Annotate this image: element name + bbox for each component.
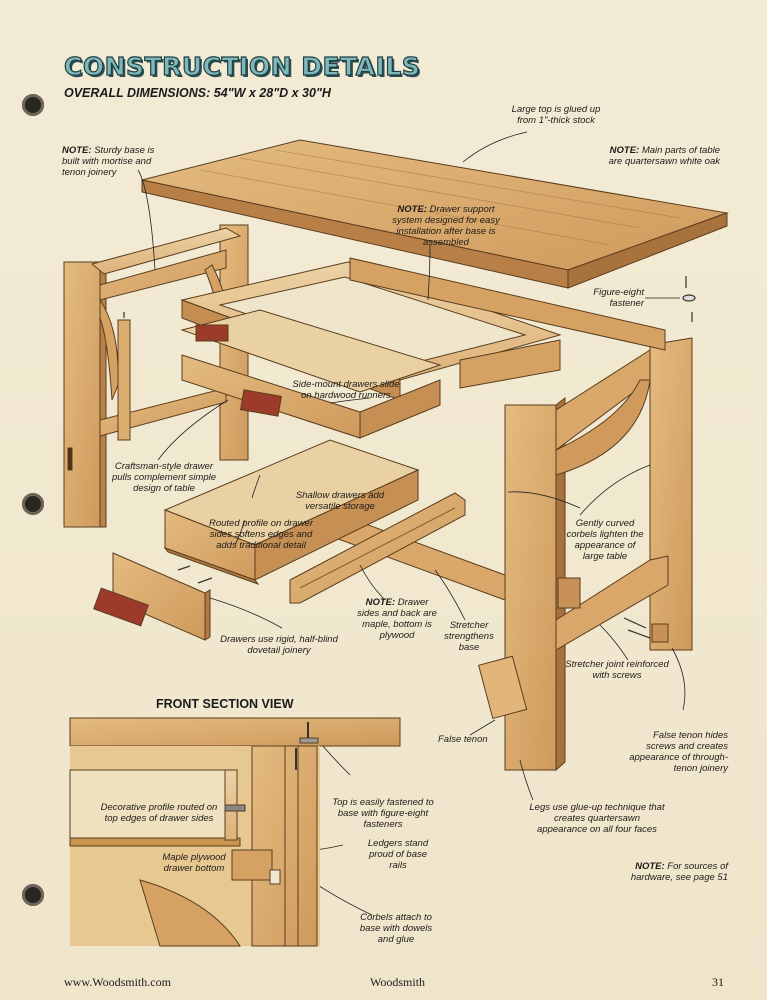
page-number: 31 [712, 975, 724, 989]
note-top-fastened: Top is easily fastened to base with figu… [332, 797, 434, 830]
note-decorative-profile: Decorative profile routed on top edges o… [100, 802, 218, 824]
note-false-tenon-hides: False tenon hides screws and creates app… [629, 730, 728, 774]
footer-magazine: Woodsmith [370, 975, 426, 989]
note-large-top: Large top is glued up from 1"-thick stoc… [511, 104, 601, 126]
note-drawer-support: NOTE: Drawer support system designed for… [392, 204, 500, 248]
note-maple-plywood: Maple plywood drawer bottom [162, 852, 226, 874]
note-craftsman-pulls: Craftsman-style drawer pulls complement … [111, 461, 216, 494]
footer-website: www.Woodsmith.com [64, 975, 171, 989]
note-routed-profile: Routed profile on drawer sides softens e… [208, 518, 314, 551]
lower-drawer [163, 439, 420, 586]
upper-drawer [180, 309, 442, 439]
section-title: FRONT SECTION VIEW [156, 697, 294, 711]
note-corbels-attach: Corbels attach to base with dowels and g… [359, 912, 433, 945]
note-figure-eight: Figure-eight fastener [593, 287, 644, 309]
overall-dimensions: OVERALL DIMENSIONS: 54"W x 28"D x 30"H [64, 86, 331, 100]
front-section-view-drawing [69, 717, 401, 947]
note-hardware-sources: NOTE: For sources of hardware, see page … [630, 861, 728, 883]
note-gently-curved: Gently curved corbels lighten the appear… [566, 518, 644, 562]
note-stretcher: Stretcher strengthens base [444, 620, 494, 653]
binder-hole-bottom [22, 884, 44, 906]
tabletop [141, 139, 729, 289]
drawer-side-piece [289, 492, 466, 604]
note-main-parts: NOTE: Main parts of table are quartersaw… [608, 145, 720, 167]
binder-hole-middle [22, 493, 44, 515]
note-shallow-drawers: Shallow drawers add versatile storage [295, 490, 385, 512]
note-false-tenon: False tenon [438, 734, 488, 745]
note-drawer-sides: NOTE: Drawer sides and back are maple, b… [357, 597, 437, 641]
hardware-fasteners [123, 276, 696, 639]
page-title: CONSTRUCTION DETAILS [63, 51, 421, 81]
note-legs-glue-up: Legs use glue-up technique that creates … [529, 802, 665, 835]
binder-hole-top [22, 94, 44, 116]
note-dovetail: Drawers use rigid, half-blind dovetail j… [220, 634, 338, 656]
note-ledgers: Ledgers stand proud of base rails [367, 838, 429, 871]
note-side-mount: Side-mount drawers slide on hardwood run… [292, 379, 400, 401]
note-sturdy-base: NOTE: Sturdy base is built with mortise … [62, 145, 155, 178]
note-stretcher-joint: Stretcher joint reinforced with screws [565, 659, 669, 681]
drawer-front-piece [93, 552, 211, 641]
